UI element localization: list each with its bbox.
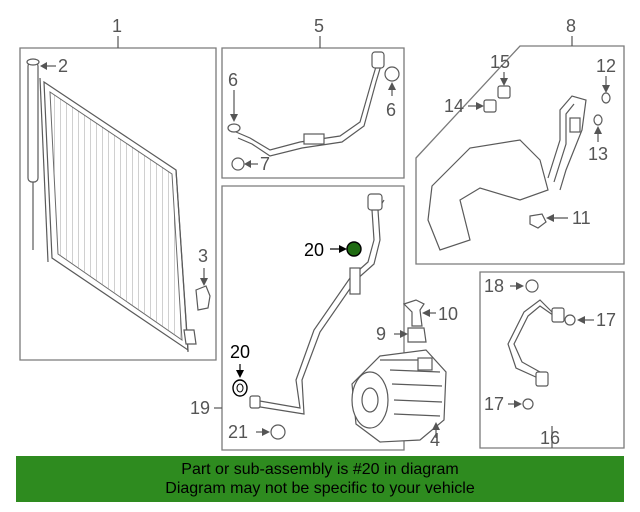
callout-14[interactable]: 14 [444, 96, 464, 116]
o-ring-17b [522, 398, 534, 410]
o-ring-13 [593, 114, 603, 126]
callout-3[interactable]: 3 [198, 246, 208, 266]
callout-16[interactable]: 16 [540, 428, 560, 448]
callout-7[interactable]: 7 [260, 154, 270, 174]
callout-6b[interactable]: 6 [386, 100, 396, 120]
clip-11 [529, 213, 547, 229]
receiver-drier [27, 61, 39, 250]
callout-20-upper[interactable]: 20 [304, 240, 324, 260]
o-ring-17a [564, 314, 576, 326]
banner-line-2: Diagram may not be specific to your vehi… [165, 480, 475, 497]
callout-20-lower[interactable]: 20 [230, 342, 250, 362]
callout-12[interactable]: 12 [596, 56, 616, 76]
nut-18 [525, 279, 539, 293]
callout-11[interactable]: 11 [572, 208, 591, 228]
o-ring-6a [227, 123, 241, 133]
banner-line-1: Part or sub-assembly is #20 in diagram [181, 461, 459, 478]
panel-hose-5: 5 6 6 7 [221, 16, 405, 179]
callout-15[interactable]: 15 [490, 52, 510, 72]
hose16-fitting-top [551, 307, 565, 323]
callout-19[interactable]: 19 [190, 398, 210, 418]
valve-10 [402, 299, 425, 327]
callout-10[interactable]: 10 [438, 304, 458, 324]
hose19-fitting-top [367, 193, 383, 211]
callout-5[interactable]: 5 [314, 16, 324, 36]
compressor [351, 349, 447, 443]
hose16-fitting-bottom [535, 371, 549, 387]
valve-cap-14 [483, 99, 497, 113]
hose-sleeve [303, 133, 325, 145]
compressor-port [417, 357, 433, 371]
nut-7 [231, 157, 245, 171]
o-ring-6b [384, 66, 400, 82]
condenser-core [39, 77, 189, 353]
callout-2[interactable]: 2 [58, 56, 68, 76]
callout-17a[interactable]: 17 [596, 310, 616, 330]
evap-fitting [569, 117, 581, 133]
lower-mount [183, 329, 197, 345]
nut-21 [270, 424, 286, 440]
callout-1[interactable]: 1 [112, 16, 122, 36]
callout-4[interactable]: 4 [430, 430, 440, 450]
o-ring-20-lower[interactable] [232, 379, 248, 397]
panel-evaporator: 8 15 14 12 13 11 [415, 16, 625, 265]
callout-8[interactable]: 8 [566, 16, 576, 36]
cap-9 [407, 327, 427, 343]
callout-13[interactable]: 13 [588, 144, 608, 164]
evaporator-housing [427, 139, 549, 251]
drier-cap [26, 58, 40, 66]
panel-hose-19: 20 20 19 21 [190, 185, 405, 451]
callout-6a[interactable]: 6 [228, 70, 238, 90]
callout-9[interactable]: 9 [376, 324, 386, 344]
o-ring-12 [601, 92, 611, 104]
callout-21[interactable]: 21 [228, 422, 248, 442]
hose-fitting [371, 51, 385, 69]
panel-hose-16: 16 18 17 17 [479, 271, 625, 449]
callout-17b[interactable]: 17 [484, 394, 504, 414]
callout-18[interactable]: 18 [484, 276, 504, 296]
hose19-fitting-bottom [249, 395, 261, 409]
info-banner: Part or sub-assembly is #20 in diagram D… [16, 456, 624, 502]
valve-cap-15 [497, 85, 511, 99]
panel-condenser: 1 2 3 [19, 16, 217, 361]
o-ring-20-upper[interactable] [346, 241, 362, 257]
bracket [195, 285, 211, 311]
hose19-sleeve [349, 267, 361, 295]
parts-diagram: 1 2 3 5 [19, 16, 625, 451]
